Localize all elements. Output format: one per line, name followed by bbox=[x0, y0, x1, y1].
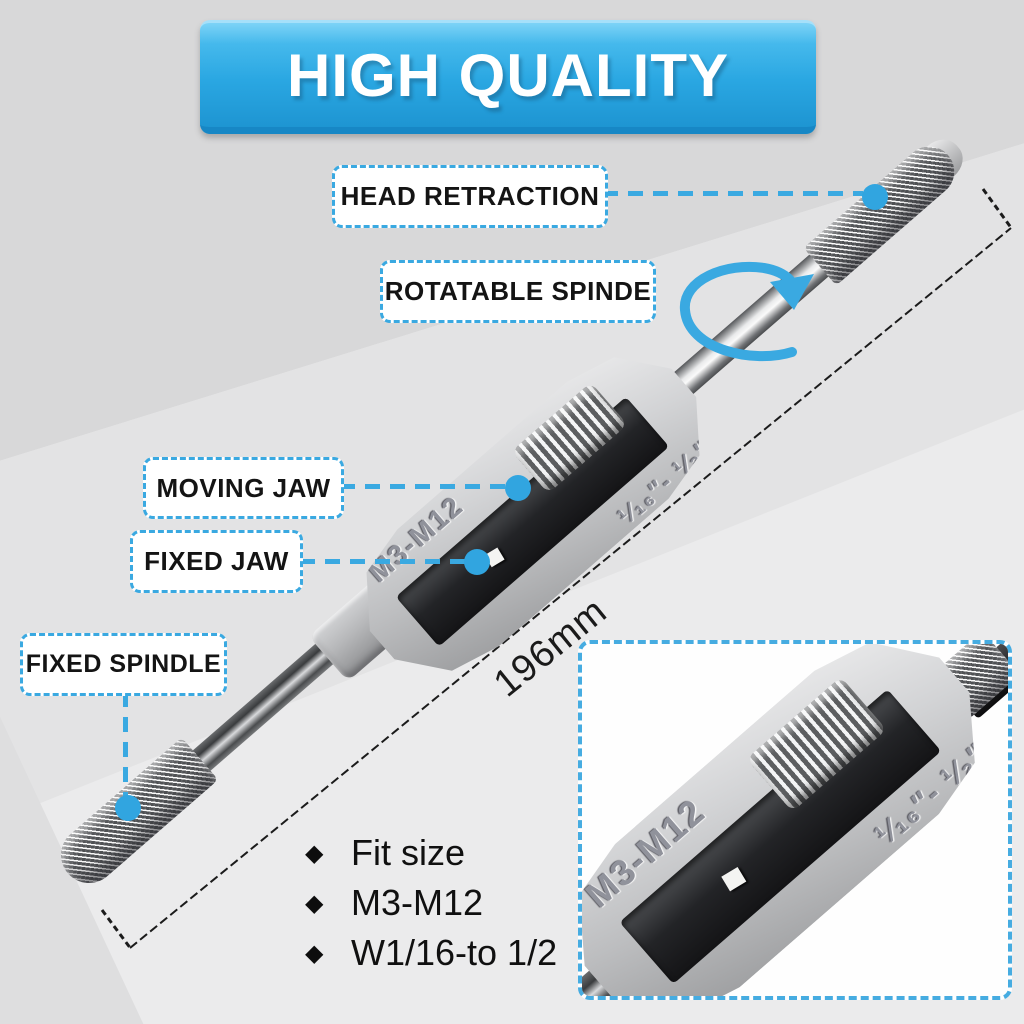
callout-rotatable-spindle: ROTATABLE SPINDE bbox=[380, 260, 656, 323]
callout-label: FIXED JAW bbox=[144, 546, 289, 576]
diamond-bullet-icon: ◆ bbox=[305, 839, 324, 867]
callout-fixed-jaw: FIXED JAW bbox=[130, 530, 303, 593]
banner-title: HIGH QUALITY bbox=[287, 41, 729, 109]
callout-connector bbox=[340, 484, 506, 489]
callout-dot bbox=[505, 475, 531, 501]
feature-list: ◆ Fit size ◆ M3-M12 ◆ W1/16-to 1/2 bbox=[305, 828, 557, 978]
rotation-arrow-icon bbox=[679, 261, 814, 362]
diamond-bullet-icon: ◆ bbox=[305, 939, 324, 967]
callout-label: FIXED SPINDLE bbox=[25, 650, 222, 678]
callout-head-retraction: HEAD RETRACTION bbox=[332, 165, 608, 228]
callout-label: MOVING JAW bbox=[156, 472, 331, 503]
callout-label: ROTATABLE SPINDE bbox=[384, 276, 652, 306]
callout-dot bbox=[862, 184, 888, 210]
callout-moving-jaw: MOVING JAW bbox=[143, 457, 344, 519]
callout-dot bbox=[115, 795, 141, 821]
feature-text: M3-M12 bbox=[351, 882, 484, 923]
callout-connector bbox=[123, 692, 128, 796]
detail-inset: M3-M12 ¹⁄₁₆″- ¹⁄₂″ bbox=[578, 640, 1012, 1000]
diamond-bullet-icon: ◆ bbox=[305, 889, 324, 917]
inset-tap-wrench-body: M3-M12 ¹⁄₁₆″- ¹⁄₂″ bbox=[578, 640, 1012, 1000]
callout-connector bbox=[603, 191, 863, 196]
list-item: ◆ W1/16-to 1/2 bbox=[305, 928, 557, 978]
feature-text: Fit size bbox=[351, 832, 466, 873]
callout-dot bbox=[464, 549, 490, 575]
list-item: ◆ Fit size bbox=[305, 828, 557, 878]
callout-connector bbox=[300, 559, 465, 564]
title-banner: HIGH QUALITY bbox=[200, 20, 816, 134]
feature-text: W1/16-to 1/2 bbox=[351, 932, 558, 973]
list-item: ◆ M3-M12 bbox=[305, 878, 557, 928]
callout-fixed-spindle: FIXED SPINDLE bbox=[20, 633, 227, 696]
callout-label: HEAD RETRACTION bbox=[340, 181, 600, 211]
